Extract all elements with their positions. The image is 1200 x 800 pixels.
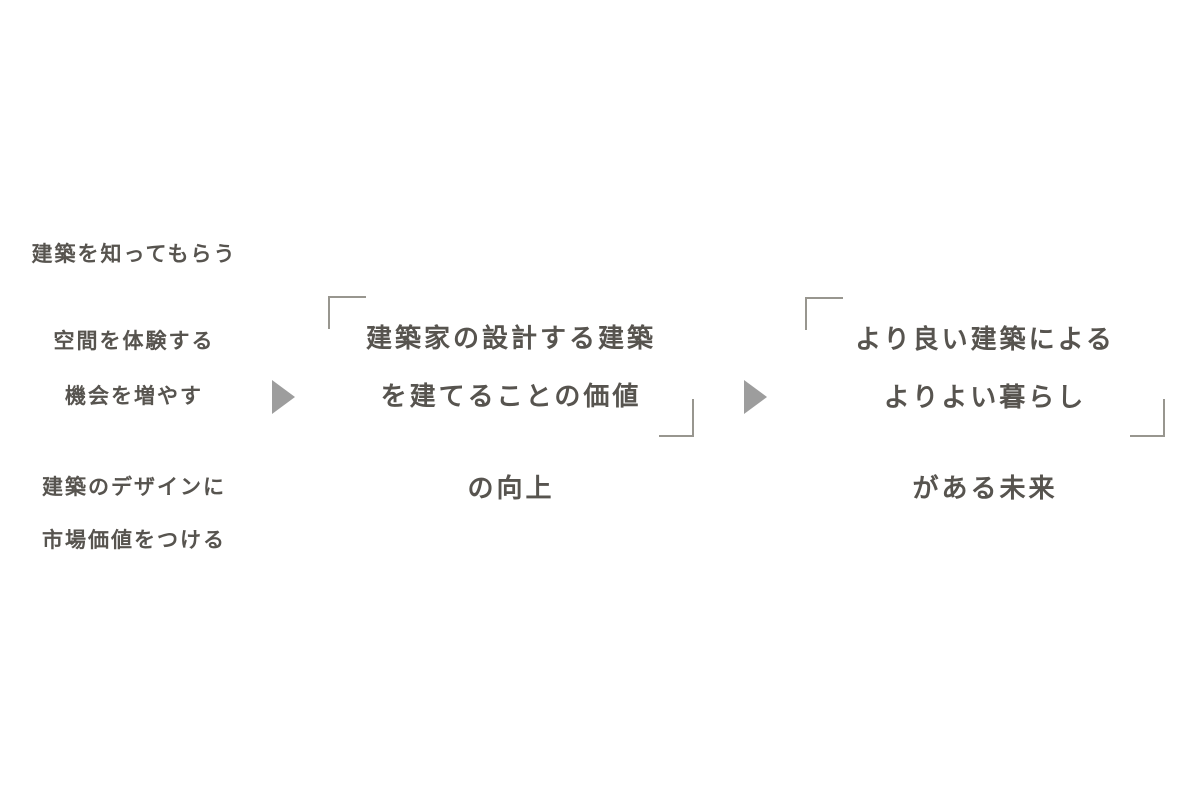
- value-statement-block: 建築家の設計する建築 を建てることの価値: [328, 296, 694, 437]
- quote-open-bracket-icon: [328, 296, 366, 329]
- goal-2-line-2: 機会を増やす: [65, 385, 203, 408]
- quote-close-bracket-icon: [1130, 399, 1165, 437]
- flow-arrow-icon-1: [272, 380, 295, 414]
- vision-statement-suffix: がある未来: [912, 473, 1058, 503]
- value-statement-suffix: の向上: [467, 473, 555, 503]
- vision-statement-line-1: より良い建築による: [855, 324, 1115, 354]
- value-statement-line-2: を建てることの価値: [380, 381, 642, 411]
- goal-1-line-1: 建築を知ってもらう: [31, 243, 237, 266]
- quote-open-bracket-icon: [805, 297, 843, 330]
- flow-arrow-icon-2: [744, 380, 767, 414]
- quote-close-bracket-icon: [659, 399, 694, 437]
- goal-3-line-2: 市場価値をつける: [42, 529, 226, 552]
- goal-3-line-1: 建築のデザインに: [42, 476, 226, 499]
- vision-statement-block: より良い建築による よりよい暮らし: [805, 297, 1165, 437]
- vision-statement-line-2: よりよい暮らし: [883, 382, 1087, 412]
- value-statement-line-1: 建築家の設計する建築: [365, 323, 656, 353]
- goal-2-line-1: 空間を体験する: [53, 330, 215, 353]
